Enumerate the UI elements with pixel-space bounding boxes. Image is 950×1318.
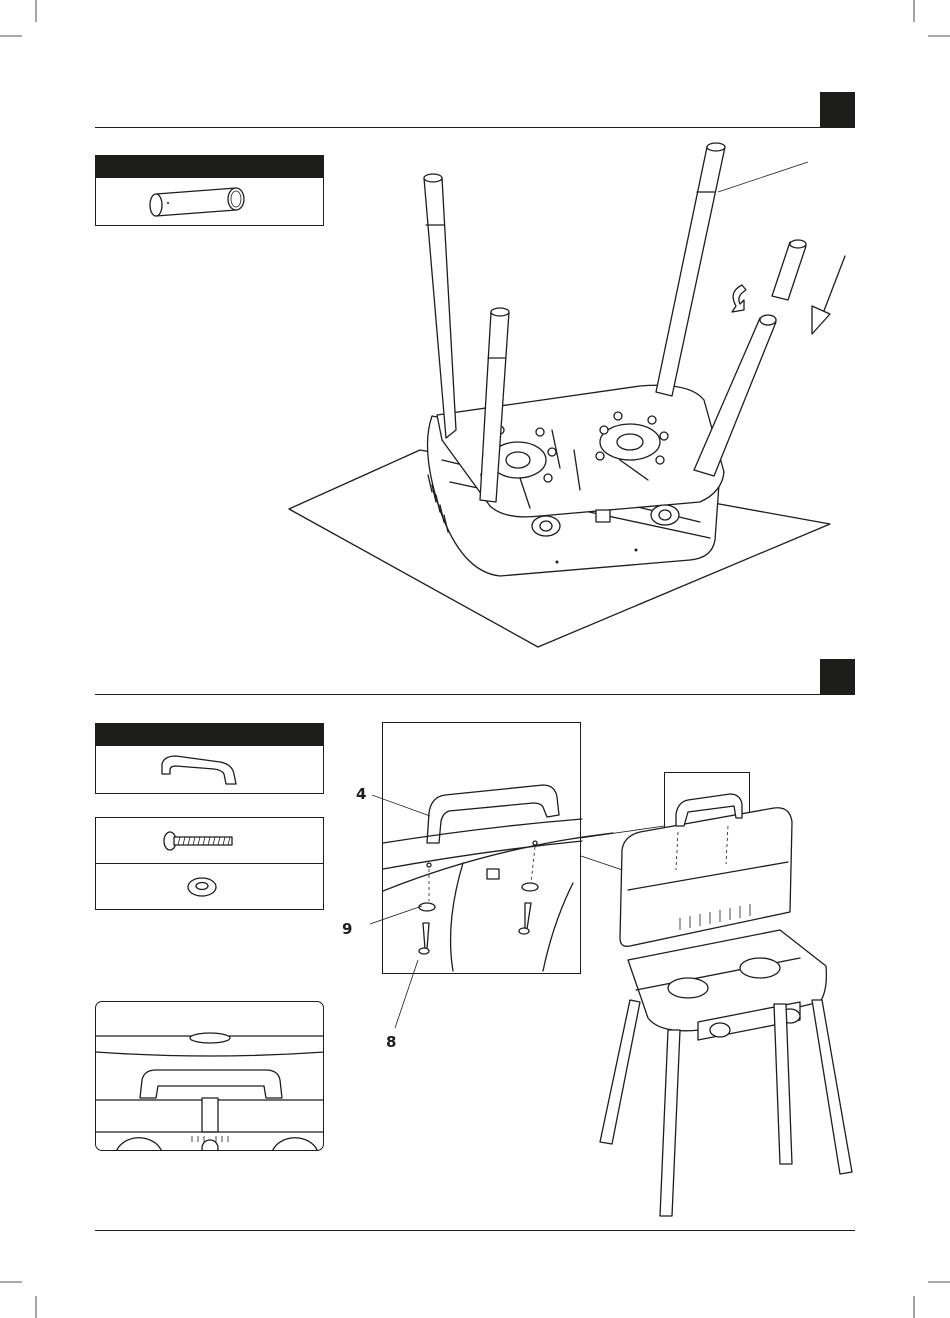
footer-rule <box>95 1230 855 1231</box>
